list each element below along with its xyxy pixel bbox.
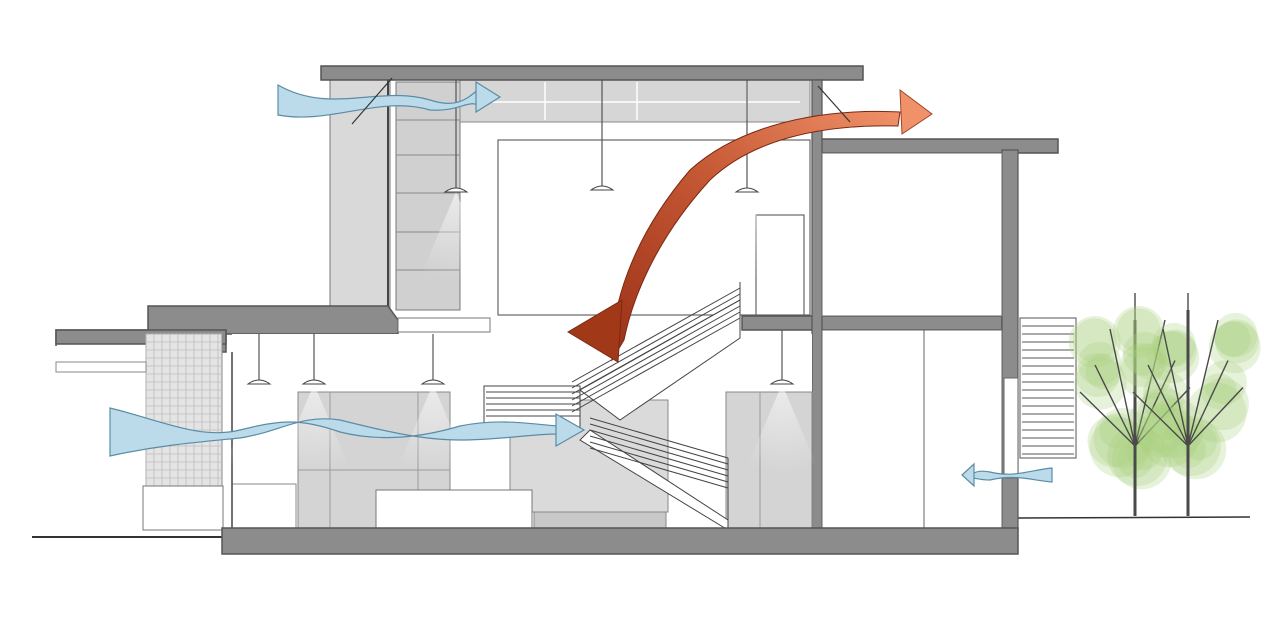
pendant-light [709,80,785,282]
pendant-light [276,334,352,474]
tree [1068,293,1200,516]
pendant-light [395,334,471,474]
glass-block-wall [142,333,224,531]
pendant-lights [221,80,820,474]
right-lower-room-a [821,329,925,529]
trees [1068,293,1261,516]
cool-air-ground-floor-inflow [109,407,586,457]
clerestory-windows [459,79,811,123]
ground [32,516,1251,538]
right-mid-slab [741,315,1003,331]
pendant-light [564,80,640,280]
tree [1112,293,1261,516]
stair [483,282,741,531]
ground-floor-slab [221,527,1019,555]
warm-air-stack-exhaust [567,85,933,363]
pendant-light [418,80,494,282]
right-lower-room-b [923,329,1003,529]
right-roof-slab [814,138,1059,154]
pendant-light [744,330,820,474]
ground-line-right [1017,516,1251,519]
right-upper-room [821,152,1003,317]
floor-opening-edge [397,317,491,333]
stair-base-blocks [533,511,667,529]
upper-glazed-wall [329,79,461,311]
canopy-fascia [55,361,147,373]
kitchen-counter [375,489,533,529]
cool-air-side-inflow [961,462,1053,488]
exterior-stair [1003,317,1077,479]
cool-air-clerestory-inflow [277,77,502,125]
desk [231,483,297,529]
roof-slab [320,65,864,81]
